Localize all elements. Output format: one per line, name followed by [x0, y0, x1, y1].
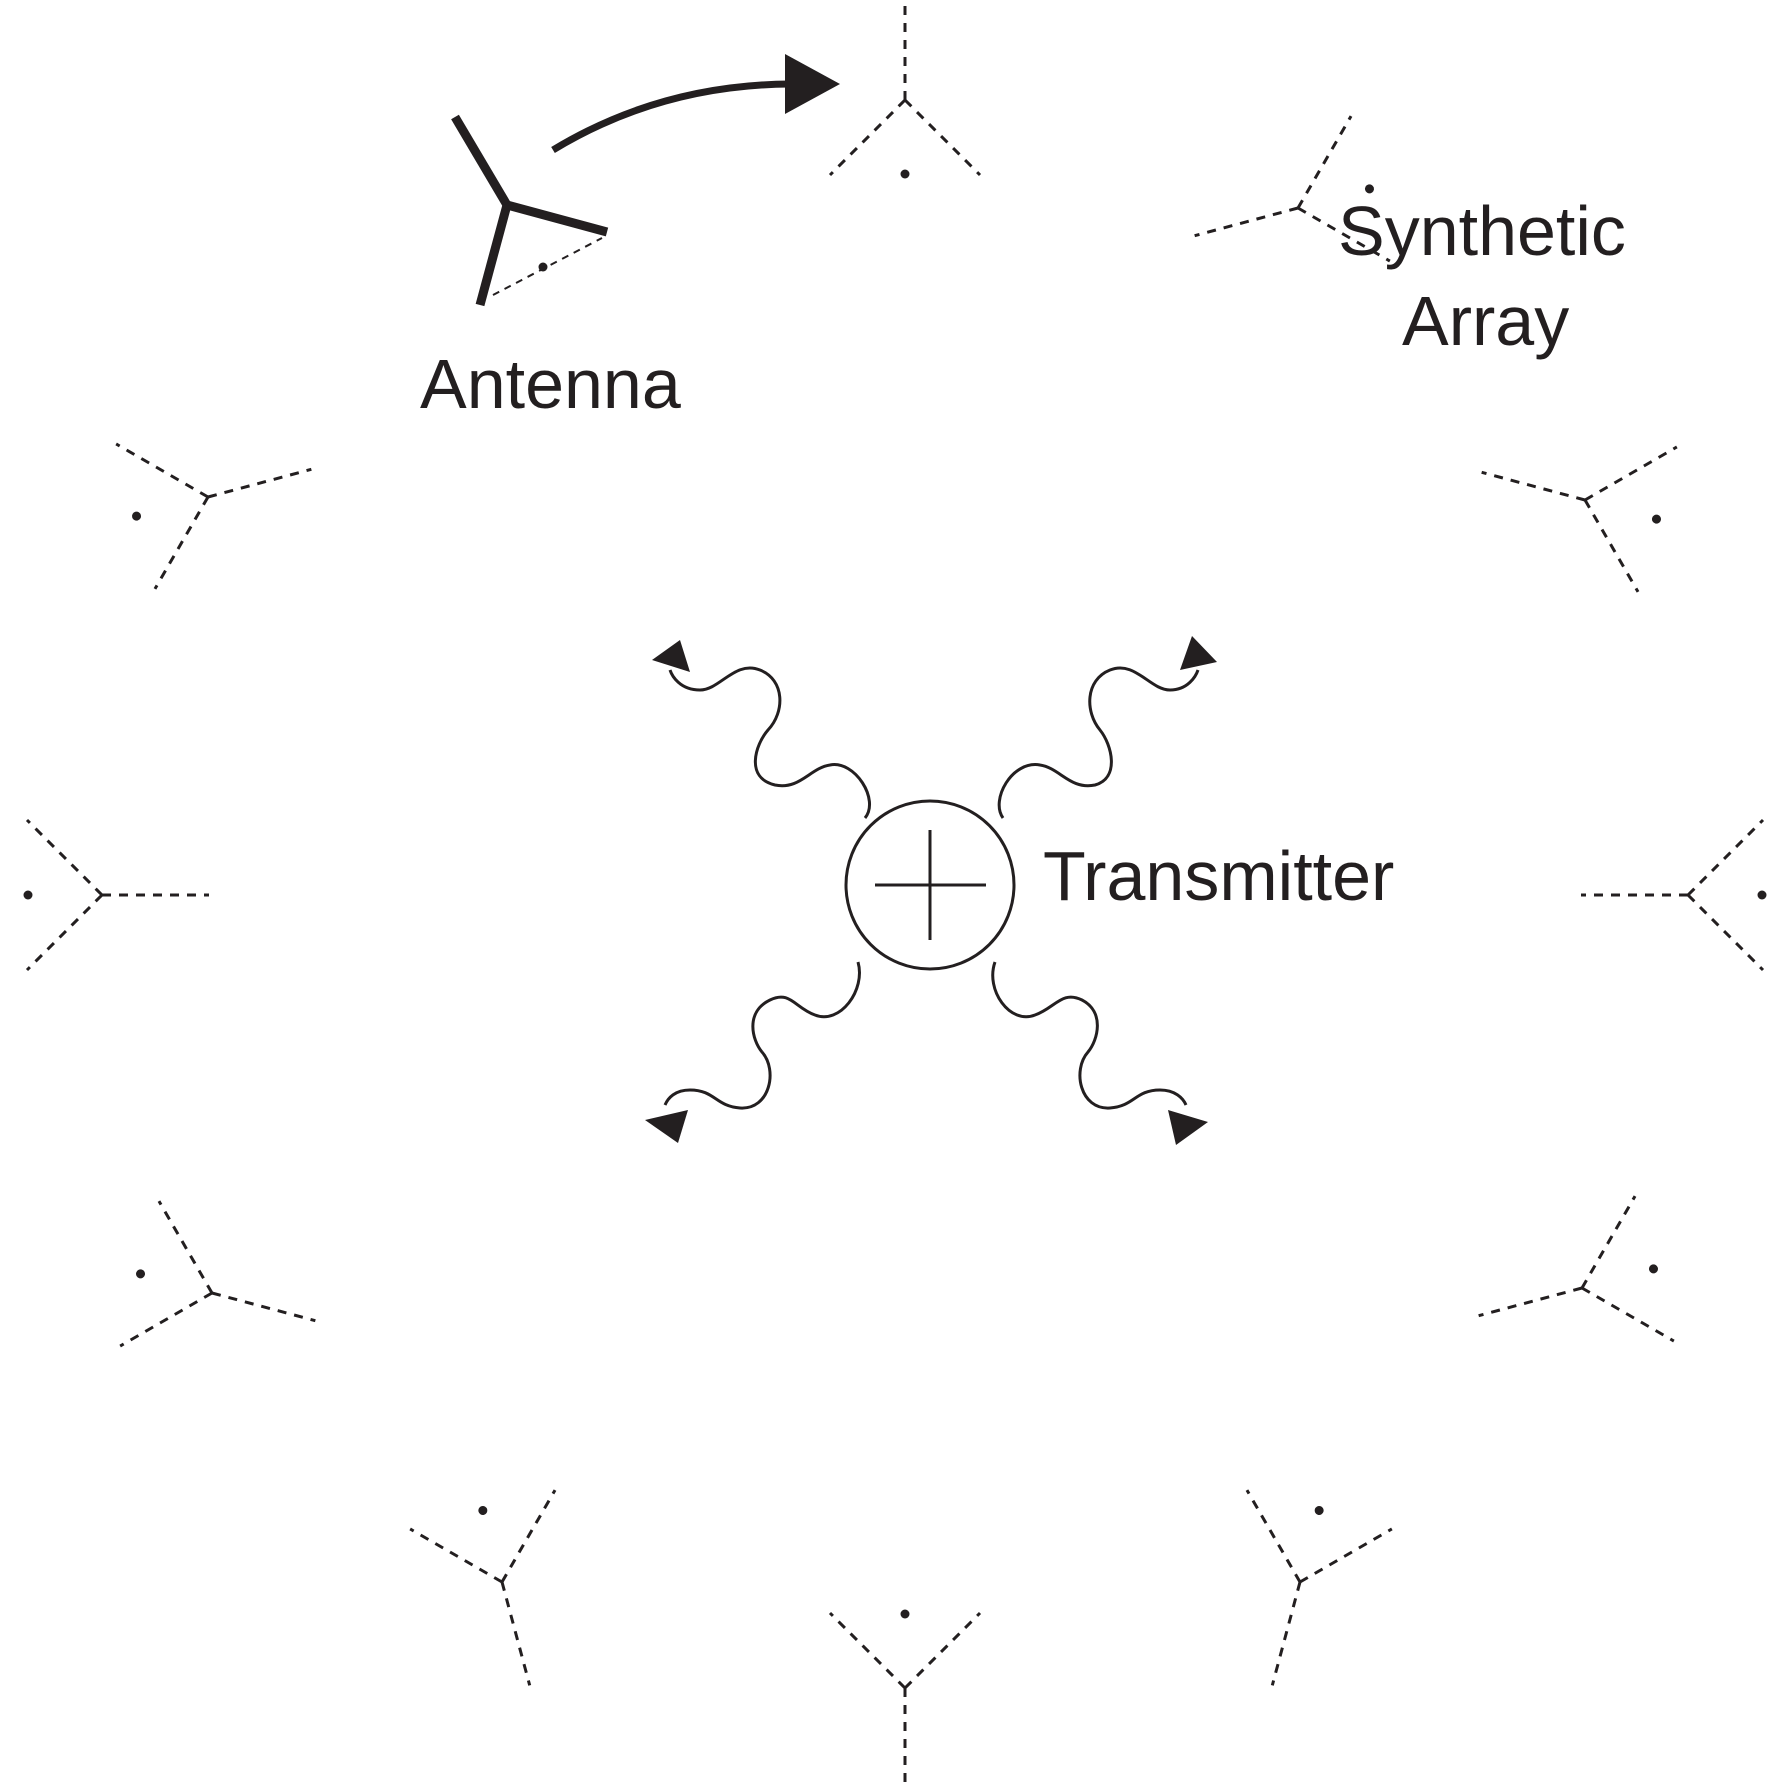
synthetic-antenna-right	[1579, 818, 1768, 972]
synthetic-antenna-bottom-right	[1198, 1485, 1395, 1707]
synthetic-antenna-left-lower	[115, 1198, 337, 1395]
transmitter-label: Transmitter	[1043, 837, 1394, 915]
synthetic-antenna-bottom	[828, 1608, 982, 1790]
synthetic-antenna-right-upper	[1460, 398, 1682, 595]
synthetic-antenna-left	[22, 818, 211, 972]
synthetic-antenna-right-lower	[1457, 1193, 1679, 1390]
antenna-label: Antenna	[420, 345, 681, 423]
three-arm-dipole-antenna-icon	[451, 114, 609, 307]
synthetic-antenna-bottom-left	[407, 1485, 604, 1707]
curved-arrow-icon	[551, 54, 840, 153]
circle-crosshair-icon	[844, 799, 1016, 971]
synthetic-array-label-line1: Synthetic	[1338, 192, 1626, 270]
synthetic-antenna-top	[828, 0, 982, 180]
synthetic-array-label-line2: Array	[1402, 282, 1569, 360]
synthetic-antenna-left-upper	[111, 395, 333, 592]
wavy-arrow-icon	[645, 636, 1217, 1145]
